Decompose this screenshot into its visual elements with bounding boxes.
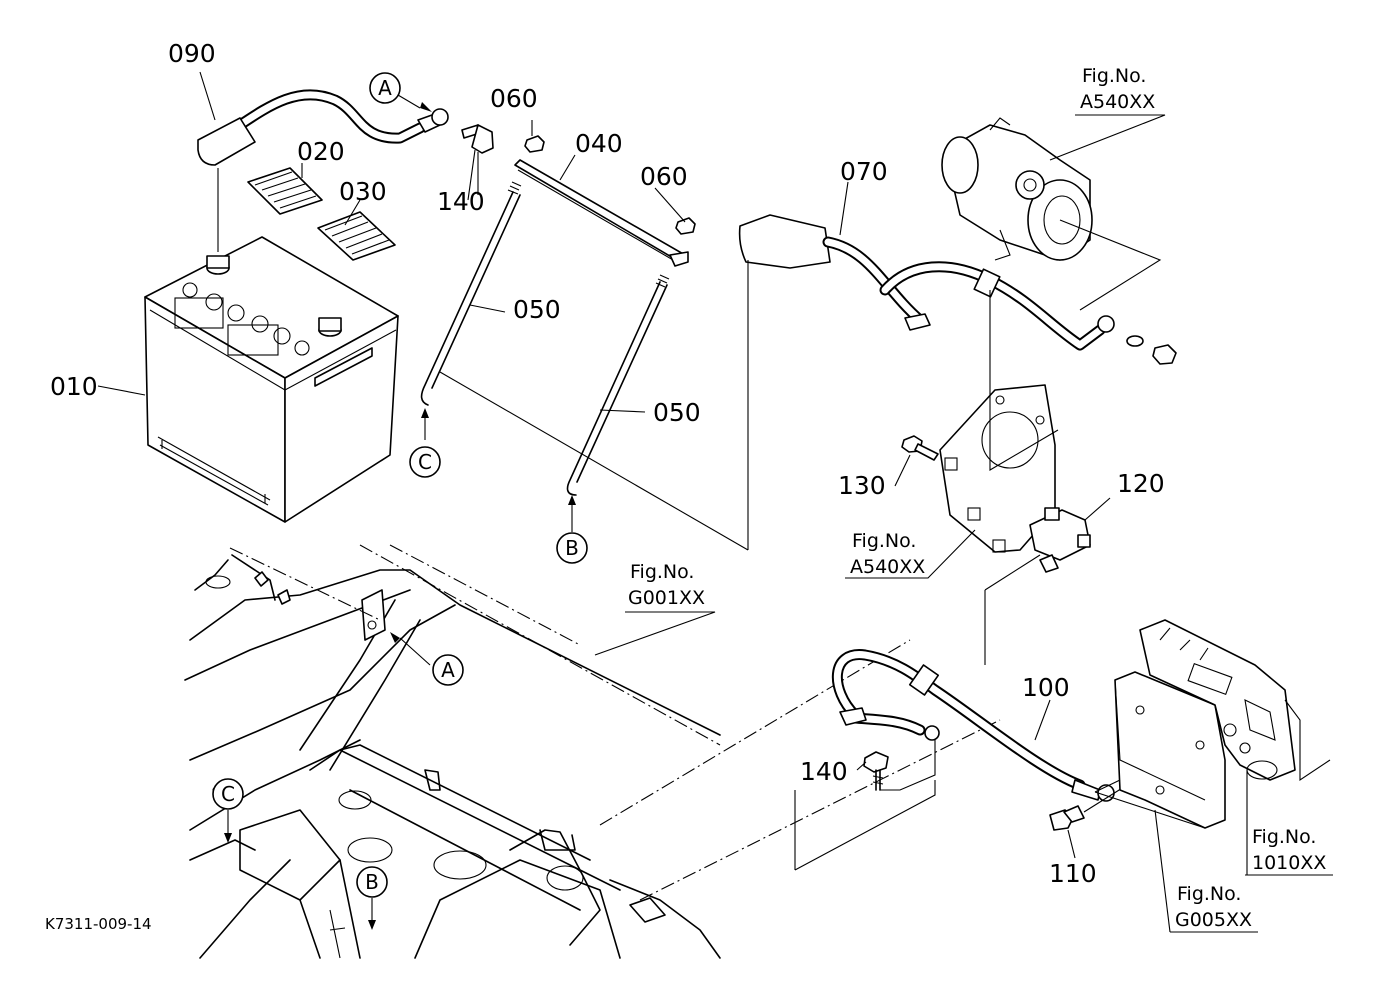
fig-ref-engine-code: 1010XX — [1252, 852, 1326, 874]
label-050-lower[interactable]: 050 — [653, 398, 701, 427]
leader-lines — [97, 71, 1333, 933]
fig-ref-mount-code: G005XX — [1175, 909, 1252, 931]
fig-ref-mount-prefix: Fig.No. — [1177, 883, 1241, 905]
ref-letter-b-frame: B — [365, 870, 379, 894]
starter-motor[interactable] — [941, 117, 1162, 311]
label-140-bottom[interactable]: 140 — [800, 757, 848, 786]
starter-bracket[interactable] — [939, 290, 1059, 553]
ref-letter-a-frame: A — [441, 658, 455, 682]
tractor-frame[interactable] — [184, 544, 1001, 959]
label-060-right[interactable]: 060 — [640, 162, 688, 191]
engine-part[interactable] — [1139, 619, 1331, 782]
bolt-140-bottom[interactable] — [863, 751, 889, 791]
starter-cable-070[interactable] — [439, 214, 1177, 551]
label-130[interactable]: 130 — [838, 471, 886, 500]
fig-ref-engine-prefix: Fig.No. — [1252, 826, 1316, 848]
label-140-top[interactable]: 140 — [437, 187, 485, 216]
ref-circle-b-frame: B — [356, 866, 388, 898]
ref-letter-b-rod: B — [565, 536, 579, 560]
relay-120[interactable] — [984, 507, 1091, 665]
ref-letter-c-rod: C — [418, 450, 432, 474]
rod-050-left[interactable] — [420, 181, 522, 406]
caution-label-030[interactable] — [317, 211, 396, 261]
label-070[interactable]: 070 — [840, 157, 888, 186]
fig-ref-frame[interactable]: Fig.No. G001XX — [628, 561, 705, 609]
bolt-110[interactable] — [1049, 729, 1216, 831]
ref-circle-a-frame: A — [432, 654, 464, 686]
fig-ref-starter-prefix: Fig.No. — [1082, 65, 1146, 87]
battery-cable-090[interactable] — [197, 89, 449, 252]
ref-circle-c-rod: C — [409, 446, 441, 478]
fig-ref-bracket-code: A540XX — [850, 556, 925, 578]
label-030[interactable]: 030 — [339, 177, 387, 206]
diagram-code: K7311-009-14 — [45, 915, 152, 933]
label-050-upper[interactable]: 050 — [513, 295, 561, 324]
fig-ref-frame-code: G001XX — [628, 587, 705, 609]
fig-ref-engine[interactable]: Fig.No. 1010XX — [1252, 826, 1326, 874]
caution-label-020[interactable] — [247, 167, 323, 215]
label-110[interactable]: 110 — [1049, 859, 1097, 888]
label-060-left[interactable]: 060 — [490, 84, 538, 113]
label-120[interactable]: 120 — [1117, 469, 1165, 498]
fig-ref-starter[interactable]: Fig.No. A540XX — [1080, 65, 1155, 113]
bolt-130[interactable] — [901, 435, 939, 461]
rod-050-right[interactable] — [566, 274, 670, 496]
ref-letter-a-top: A — [378, 76, 392, 100]
fig-ref-bracket-prefix: Fig.No. — [852, 530, 916, 552]
ref-circle-c-frame: C — [212, 778, 244, 810]
mount-bracket[interactable] — [1094, 671, 1226, 829]
fig-ref-mount[interactable]: Fig.No. G005XX — [1175, 883, 1252, 931]
nut-060-right[interactable] — [675, 217, 696, 235]
ground-cable-100[interactable] — [794, 649, 1115, 871]
label-020[interactable]: 020 — [297, 137, 345, 166]
label-100[interactable]: 100 — [1022, 673, 1070, 702]
label-040[interactable]: 040 — [575, 129, 623, 158]
label-010[interactable]: 010 — [50, 372, 98, 401]
nut-060-left[interactable] — [524, 135, 545, 153]
ref-letter-c-frame: C — [221, 782, 235, 806]
battery[interactable] — [144, 236, 399, 523]
ref-circle-b-rod: B — [556, 532, 588, 564]
fig-ref-bracket[interactable]: Fig.No. A540XX — [850, 530, 925, 578]
ref-circle-a-top: A — [369, 72, 401, 104]
fig-ref-starter-code: A540XX — [1080, 91, 1155, 113]
battery-holder-040[interactable] — [514, 159, 689, 267]
label-090[interactable]: 090 — [168, 39, 216, 68]
fig-ref-frame-prefix: Fig.No. — [630, 561, 694, 583]
bolt-140-top[interactable] — [461, 124, 494, 154]
